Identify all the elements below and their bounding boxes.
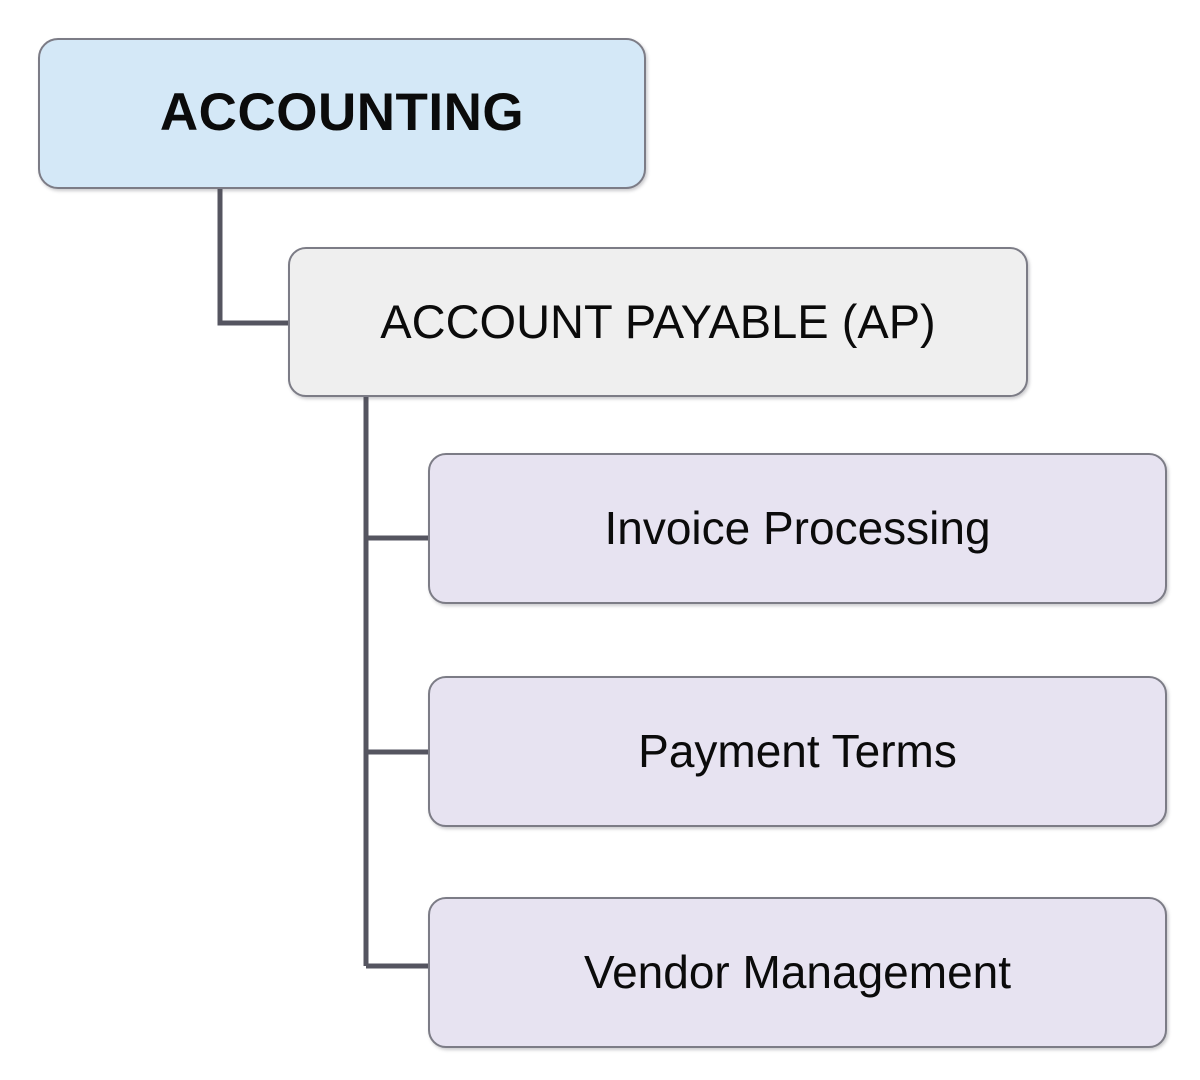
node-account-payable[interactable]: ACCOUNT PAYABLE (AP) <box>288 247 1028 397</box>
node-invoice-processing[interactable]: Invoice Processing <box>428 453 1167 604</box>
node-vendor-management-label: Vendor Management <box>583 946 1012 999</box>
node-payment-terms-label: Payment Terms <box>638 725 957 778</box>
node-invoice-processing-label: Invoice Processing <box>604 502 991 555</box>
node-accounting[interactable]: ACCOUNTING <box>38 38 646 189</box>
node-accounting-label: ACCOUNTING <box>159 83 525 143</box>
node-vendor-management[interactable]: Vendor Management <box>428 897 1167 1048</box>
connector-root-to-branch <box>217 189 290 326</box>
node-account-payable-label: ACCOUNT PAYABLE (AP) <box>380 295 936 349</box>
node-payment-terms[interactable]: Payment Terms <box>428 676 1167 827</box>
